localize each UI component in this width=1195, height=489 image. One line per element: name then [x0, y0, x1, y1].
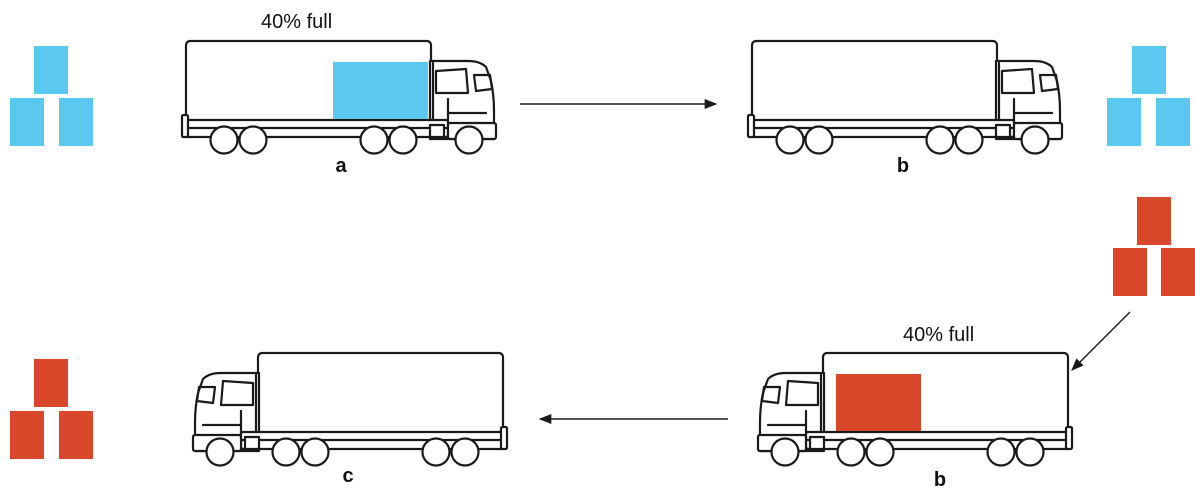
crate	[34, 46, 68, 94]
crate	[1113, 248, 1147, 296]
crate	[1137, 197, 1171, 245]
crate	[10, 411, 44, 459]
stop-label-c: c	[342, 465, 353, 487]
loading-arrow	[1072, 312, 1130, 370]
cargo-load	[836, 374, 921, 431]
fill-level-label-2: 40% full	[903, 324, 974, 346]
fill-level-label: 40% full	[261, 11, 332, 33]
truck-loaded-at-b	[758, 353, 1072, 466]
stop-label-b-2: b	[934, 469, 946, 489]
origin-a-crate-stack	[10, 46, 93, 146]
truck-at-b	[748, 41, 1062, 154]
delivered-crate-stack-b	[1107, 46, 1190, 146]
stop-label-b: b	[897, 155, 909, 177]
crate	[34, 359, 68, 407]
truck-at-a	[182, 41, 496, 154]
crate	[59, 98, 93, 146]
crate	[1132, 46, 1166, 94]
truck-at-c	[193, 353, 507, 466]
stop-label-a: a	[335, 155, 347, 177]
origin-b-crate-stack	[1113, 197, 1195, 296]
crate	[10, 98, 44, 146]
cargo-load	[333, 62, 428, 119]
crate	[1107, 98, 1141, 146]
crate	[1161, 248, 1195, 296]
crate	[1156, 98, 1190, 146]
crate	[59, 411, 93, 459]
delivered-crate-stack-c	[10, 359, 93, 459]
